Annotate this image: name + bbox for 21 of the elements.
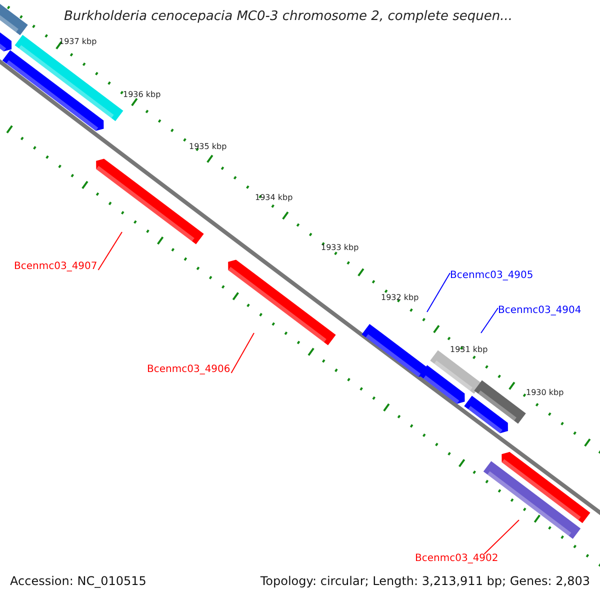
scale-label: 1935 kbp — [189, 142, 227, 151]
scale-label: 1933 kbp — [321, 243, 359, 252]
title: Burkholderia cenocepacia MC0-3 chromosome 2, complete sequen... — [64, 9, 512, 24]
gene-label: Bcenmc03_4904 — [498, 305, 582, 316]
leader-line — [484, 520, 520, 554]
scale-label: 1936 kbp — [123, 90, 161, 99]
scale-label: 1934 kbp — [255, 193, 293, 202]
scale-label: 1937 kbp — [59, 37, 97, 46]
leader-line — [230, 332, 254, 374]
leader-line — [426, 272, 450, 312]
accession-text: Accession: NC_010515 — [10, 574, 146, 588]
gene-label: Bcenmc03_4905 — [450, 270, 534, 281]
summary-text: Topology: circular; Length: 3,213,911 bp; Genes: 2,803 — [260, 574, 590, 588]
scale-label: 1930 kbp — [526, 388, 564, 397]
scale-label: 1931 kbp — [450, 345, 488, 354]
leader-line — [98, 232, 122, 270]
gene-label: Bcenmc03_4902 — [415, 553, 498, 564]
leader-line — [480, 308, 498, 334]
scale-label: 1932 kbp — [381, 293, 419, 302]
gene-label: Bcenmc03_4907 — [14, 261, 98, 272]
gene-label: Bcenmc03_4906 — [147, 364, 230, 375]
